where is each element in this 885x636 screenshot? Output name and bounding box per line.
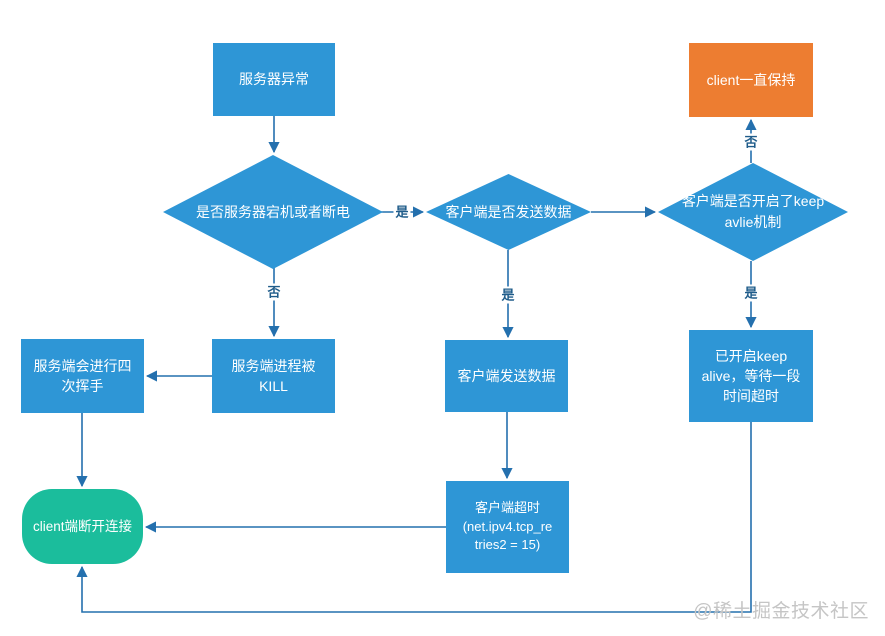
node-client-keep-alive-forever: client一直保持 — [689, 43, 813, 117]
node-client-send-data: 客户端发送数据 — [445, 340, 568, 412]
node-keepalive-timeout-wait: 已开启keep alive，等待一段 时间超时 — [689, 330, 813, 422]
edge-label-keepalive-no: 否 — [742, 133, 760, 151]
edge-label-server-down-yes: 是 — [393, 203, 411, 221]
node-client-timeout: 客户端超时 (net.ipv4.tcp_re tries2 = 15) — [446, 481, 569, 573]
node-client-disconnect: client端断开连接 — [22, 489, 143, 564]
decision-keepalive-label: 客户端是否开启了keep avlie机制 — [681, 193, 825, 230]
node-decision-server-down: 是否服务器宕机或者断电 — [163, 155, 383, 269]
edge-label-client-send-yes: 是 — [499, 286, 517, 304]
juejin-watermark: @稀土掘金技术社区 — [693, 601, 869, 622]
node-server-four-way-wave: 服务端会进行四 次挥手 — [21, 339, 144, 413]
decision-server-down-label: 是否服务器宕机或者断电 — [196, 203, 350, 220]
edge-label-keepalive-yes: 是 — [742, 284, 760, 302]
node-decision-client-send: 客户端是否发送数据 — [426, 174, 591, 250]
node-server-error: 服务器异常 — [213, 43, 335, 116]
edge-label-server-down-no: 否 — [265, 283, 283, 301]
node-server-process-killed: 服务端进程被 KILL — [212, 339, 335, 413]
decision-client-send-label: 客户端是否发送数据 — [445, 203, 572, 220]
edge-keepalive-timeout-wait-to-client-disconnect — [76, 422, 752, 613]
node-decision-keepalive: 客户端是否开启了keep avlie机制 — [658, 163, 848, 261]
